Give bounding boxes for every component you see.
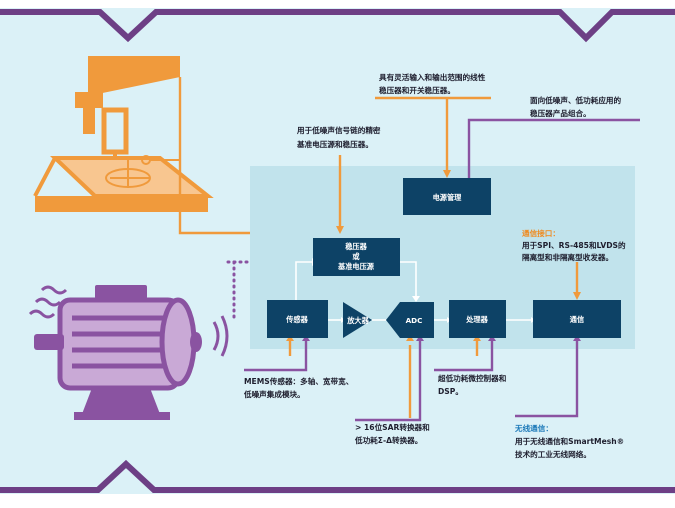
amplifier-block: 放大器 bbox=[343, 302, 372, 338]
note-comm-title: 通信接口： bbox=[522, 228, 560, 238]
note-wireless-line2: 技术的工业无线网络。 bbox=[515, 449, 591, 459]
note-lownoise-line1: 面向低噪声、低功耗应用的 bbox=[530, 95, 622, 105]
adc-block: ADC bbox=[386, 302, 434, 338]
note-wireless-line1: 用于无线通信和SmartMesh® bbox=[514, 436, 624, 446]
communication-block: 通信 bbox=[533, 300, 621, 338]
orange-connectors bbox=[178, 77, 579, 418]
note-comm-interface: 通信接口： 用于SPI、RS-485和LVDS的 隔离型和非隔离型收发器。 bbox=[521, 228, 626, 262]
note-precision-reference: 用于低噪声信号链的精密 基准电压源和稳压器。 bbox=[296, 125, 381, 149]
note-adc-line1: > 16位SAR转换器和 bbox=[355, 422, 430, 432]
processor-block: 处理器 bbox=[449, 300, 506, 338]
vibration-waves-icon bbox=[28, 285, 229, 357]
note-adc-line2: 低功耗Σ-Δ转换器。 bbox=[354, 435, 422, 445]
note-linear-line2: 稳压器和开关稳压器。 bbox=[379, 85, 455, 95]
purple-connectors bbox=[244, 118, 640, 422]
regulator-label-line1: 稳压器 bbox=[345, 242, 367, 251]
regulator-block: 稳压器 或 基准电压源 bbox=[313, 238, 400, 276]
top-zigzag-border bbox=[0, 9, 675, 43]
note-mems-line2: 低噪声集成模块。 bbox=[243, 389, 305, 399]
communication-label: 通信 bbox=[570, 315, 584, 324]
power-management-label: 电源管理 bbox=[433, 193, 463, 202]
signal-lines bbox=[295, 261, 533, 321]
note-comm-line2: 隔离型和非隔离型收发器。 bbox=[522, 252, 613, 262]
note-wireless-title: 无线通信： bbox=[514, 423, 553, 433]
note-linear-line1: 具有灵活输入和输出范围的线性 bbox=[379, 72, 486, 82]
note-low-noise-regulators: 面向低噪声、低功耗应用的 稳压器产品组合。 bbox=[530, 95, 622, 118]
note-mems: MEMS传感器：多轴、宽带宽、 低噪声集成模块。 bbox=[243, 376, 353, 399]
note-mcu: 超低功耗微控制器和 DSP。 bbox=[437, 373, 507, 396]
note-reference-line1: 用于低噪声信号链的精密 bbox=[296, 125, 381, 135]
bottom-zigzag-border bbox=[0, 459, 675, 493]
note-lownoise-line2: 稳压器产品组合。 bbox=[530, 108, 591, 118]
note-linear-regulators: 具有灵活输入和输出范围的线性 稳压器和开关稳压器。 bbox=[379, 72, 486, 95]
amplifier-label: 放大器 bbox=[346, 316, 369, 325]
note-comm-line1: 用于SPI、RS-485和LVDS的 bbox=[521, 240, 626, 250]
processor-label: 处理器 bbox=[465, 315, 488, 324]
regulator-label-line3: 基准电压源 bbox=[337, 262, 375, 271]
motor-icon bbox=[34, 285, 202, 420]
note-reference-line2: 基准电压源和稳压器。 bbox=[296, 139, 373, 149]
note-adc: > 16位SAR转换器和 低功耗Σ-Δ转换器。 bbox=[354, 422, 430, 445]
regulator-label-line2: 或 bbox=[352, 252, 360, 261]
note-mcu-line2: DSP。 bbox=[438, 387, 463, 396]
note-wireless: 无线通信： 用于无线通信和SmartMesh® 技术的工业无线网络。 bbox=[514, 423, 624, 459]
power-management-block: 电源管理 bbox=[403, 178, 491, 215]
sensor-block: 传感器 bbox=[267, 300, 328, 338]
note-mcu-line1: 超低功耗微控制器和 bbox=[437, 373, 507, 383]
adc-label: ADC bbox=[406, 316, 423, 325]
sensor-label: 传感器 bbox=[285, 315, 308, 324]
cnc-drill-icon bbox=[33, 56, 214, 212]
note-mems-line1: MEMS传感器：多轴、宽带宽、 bbox=[244, 376, 353, 386]
